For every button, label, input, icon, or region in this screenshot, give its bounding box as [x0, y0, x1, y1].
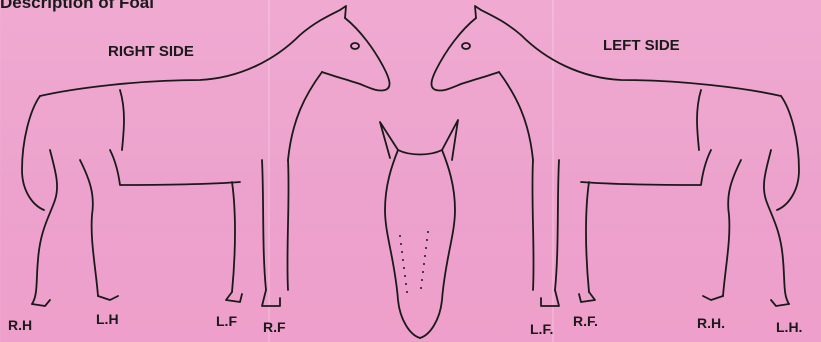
head-marking-dots	[399, 231, 429, 293]
leg-label-right-hind: R.H.	[697, 316, 725, 330]
leg-label-left-hind: L.H.	[776, 320, 802, 334]
right-side-heading: RIGHT SIDE	[108, 44, 194, 59]
leg-label-left-hind: L.H	[96, 312, 119, 326]
left-side-heading: LEFT SIDE	[603, 38, 680, 53]
leg-label-left-fore: L.F.	[530, 322, 553, 336]
front-head-outline	[380, 120, 458, 338]
form-title: Description of Foal	[0, 0, 154, 11]
leg-label-right-fore: R.F	[263, 320, 286, 334]
leg-label-left-fore: L.F	[216, 314, 237, 328]
leg-label-right-hind: R.H	[8, 318, 32, 332]
leg-label-right-fore: R.F.	[573, 314, 598, 328]
right-side-horse-outline	[22, 6, 390, 306]
